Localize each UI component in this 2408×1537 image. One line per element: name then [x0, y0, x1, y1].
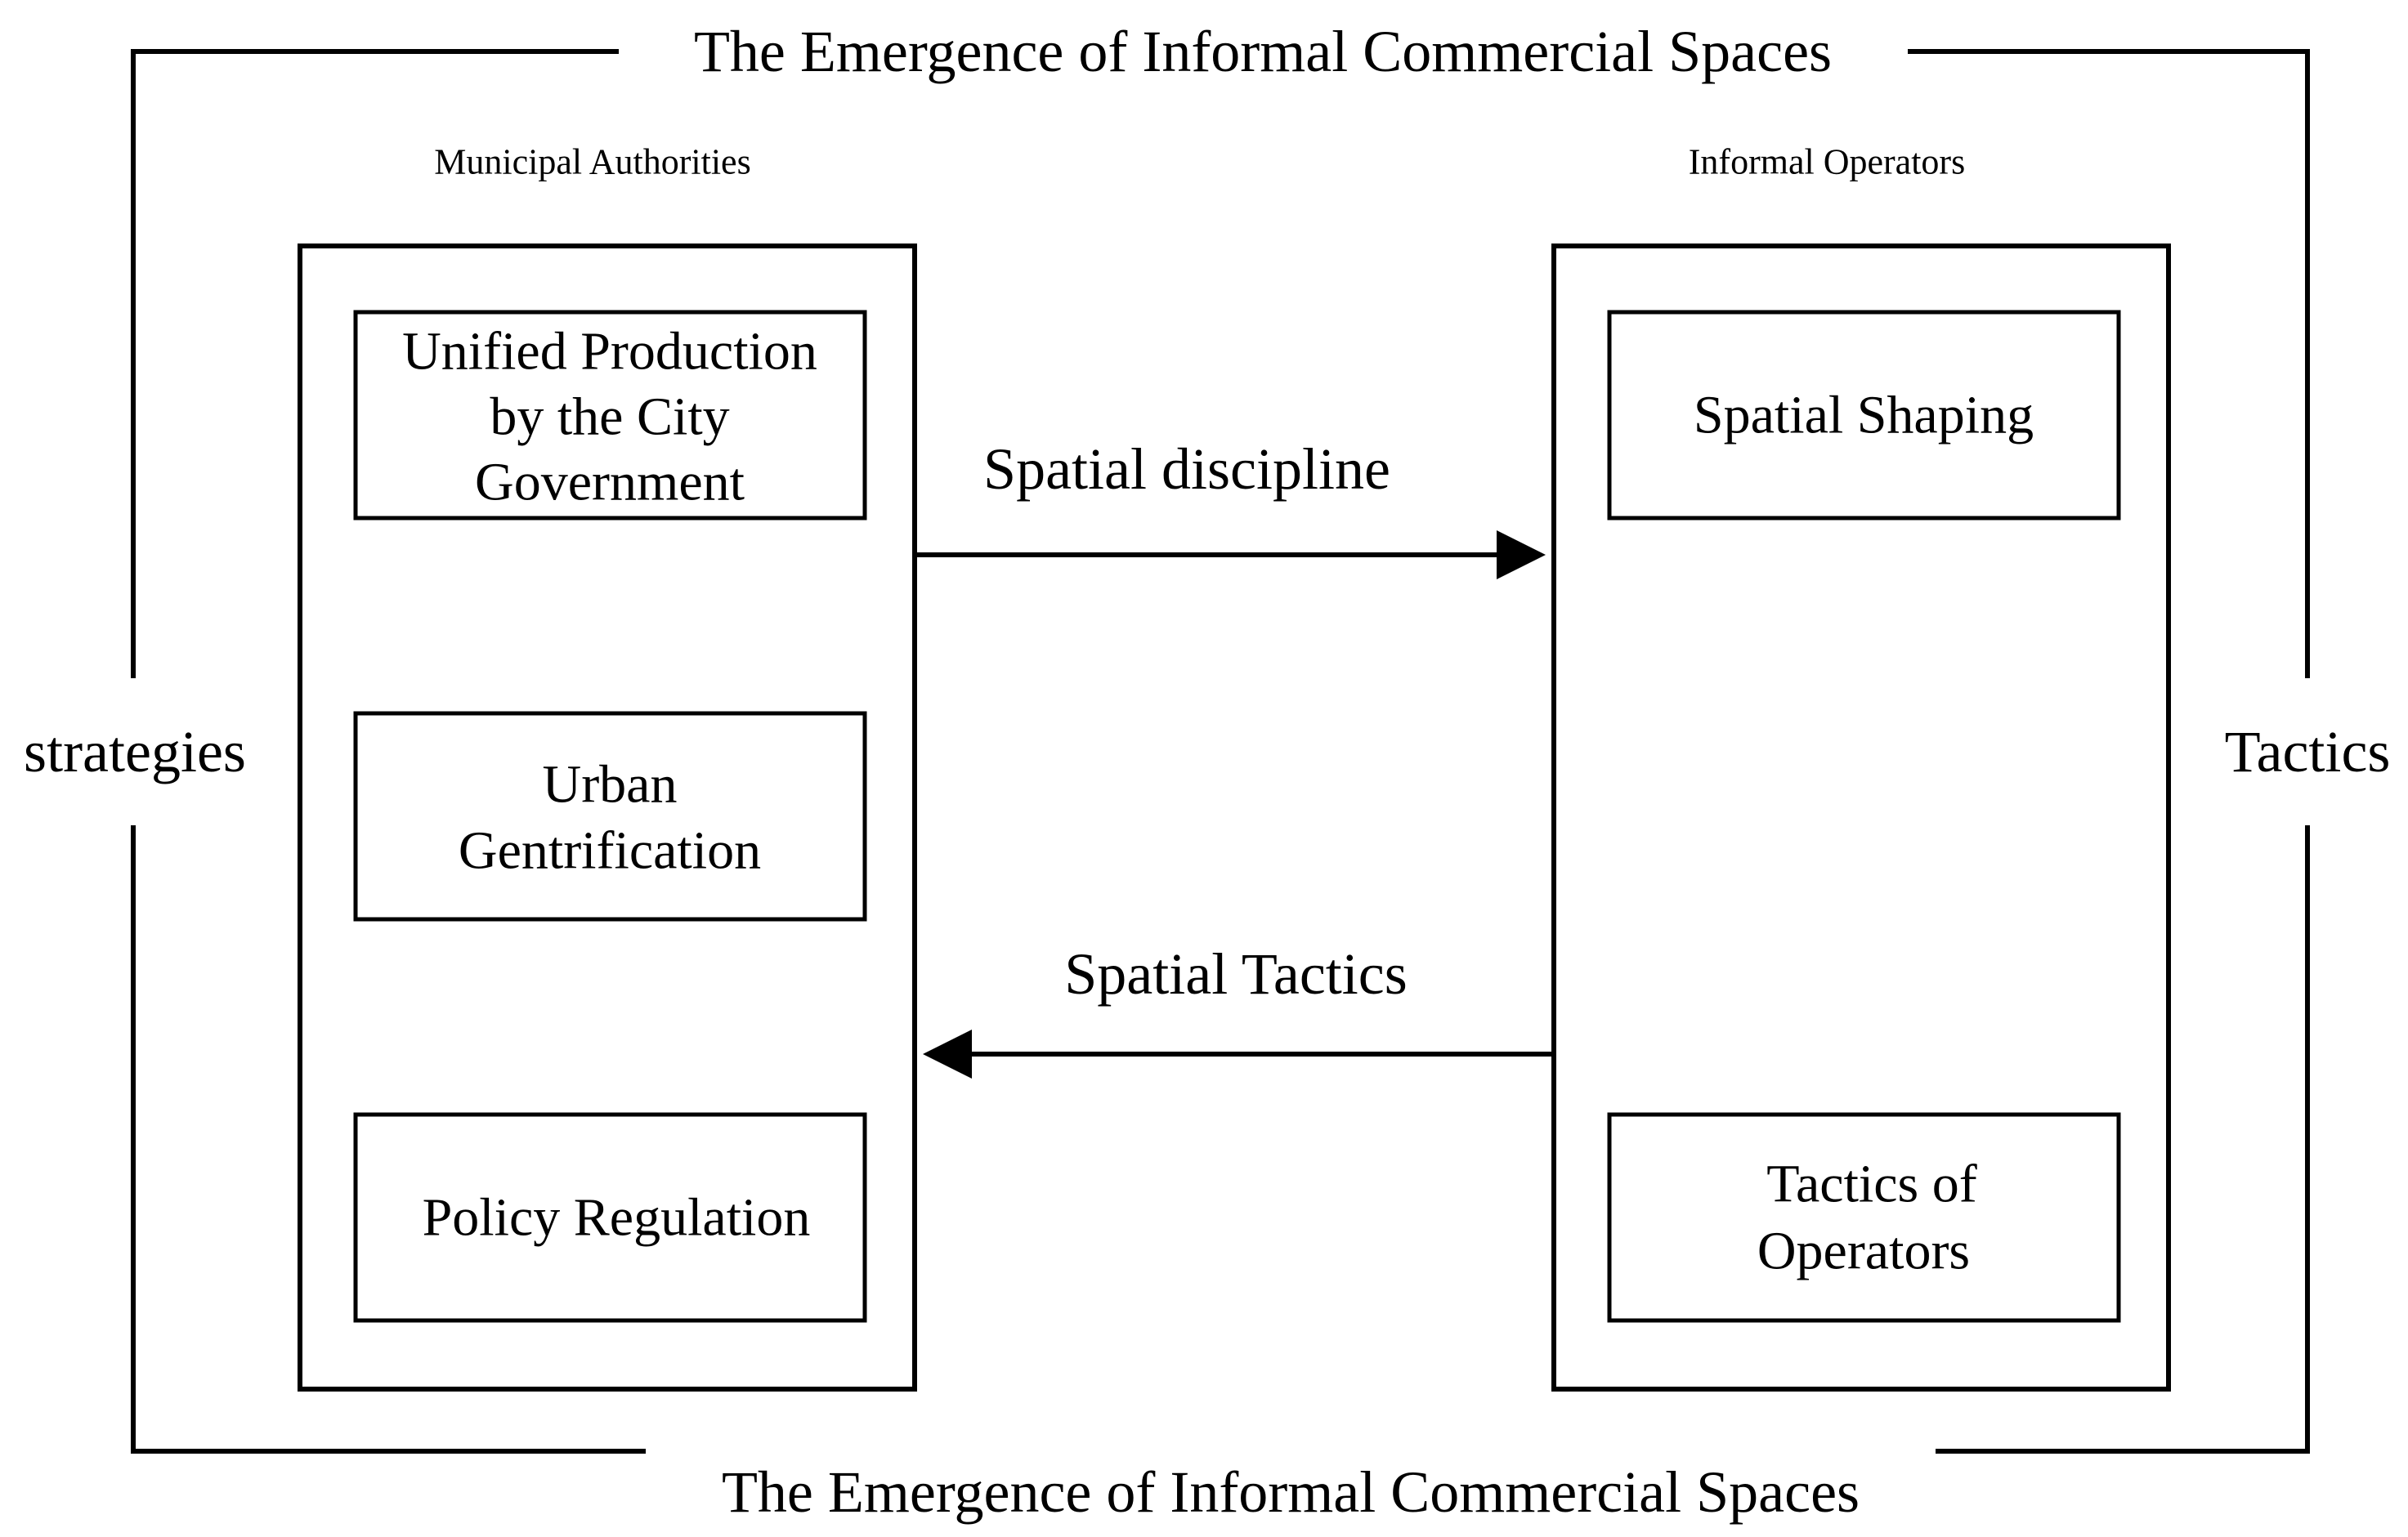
box-spatial-shaping-line-1: Spatial Shaping — [1694, 386, 2034, 445]
box-tactics-of-operators-frame — [1607, 1112, 2121, 1323]
box-unified-production-frame — [353, 310, 867, 521]
right-panel-heading: Informal Operators — [1689, 142, 1965, 182]
arrow-label-spatial-tactics: Spatial Tactics — [1064, 941, 1408, 1007]
left-panel-heading: Municipal Authorities — [434, 142, 750, 182]
box-tactics-of-operators: Tactics of Operators — [1607, 1112, 2121, 1323]
top-title: The Emergence of Informal Commercial Spa… — [694, 19, 1832, 84]
box-unified-production-line-2: by the City — [490, 387, 729, 447]
bottom-title: The Emergence of Informal Commercial Spa… — [722, 1459, 1860, 1525]
box-unified-production-line-3: Government — [475, 453, 745, 512]
box-unified-production: Unified Production by the City Governmen… — [353, 310, 867, 521]
outer-frame — [131, 49, 2310, 1454]
side-label-strategies: strategies — [24, 719, 246, 784]
box-unified-production-line-1: Unified Production — [402, 322, 817, 382]
side-label-tactics: Tactics — [2225, 719, 2391, 784]
box-tactics-of-operators-line-1: Tactics of — [1766, 1155, 1976, 1214]
box-urban-gentrification: Urban Gentrification — [353, 711, 867, 922]
box-spatial-shaping: Spatial Shaping — [1607, 310, 2121, 521]
box-urban-gentrification-line-1: Urban — [543, 755, 678, 815]
arrow-label-spatial-discipline: Spatial discipline — [983, 436, 1390, 502]
box-urban-gentrification-line-2: Gentrification — [459, 821, 761, 881]
box-policy-regulation: Policy Regulation — [353, 1112, 867, 1323]
box-urban-gentrification-frame — [353, 711, 867, 922]
box-spatial-shaping-frame — [1607, 310, 2121, 521]
box-policy-regulation-line-1: Policy Regulation — [423, 1188, 811, 1248]
box-tactics-of-operators-line-2: Operators — [1757, 1222, 1970, 1281]
box-policy-regulation-frame — [353, 1112, 867, 1323]
